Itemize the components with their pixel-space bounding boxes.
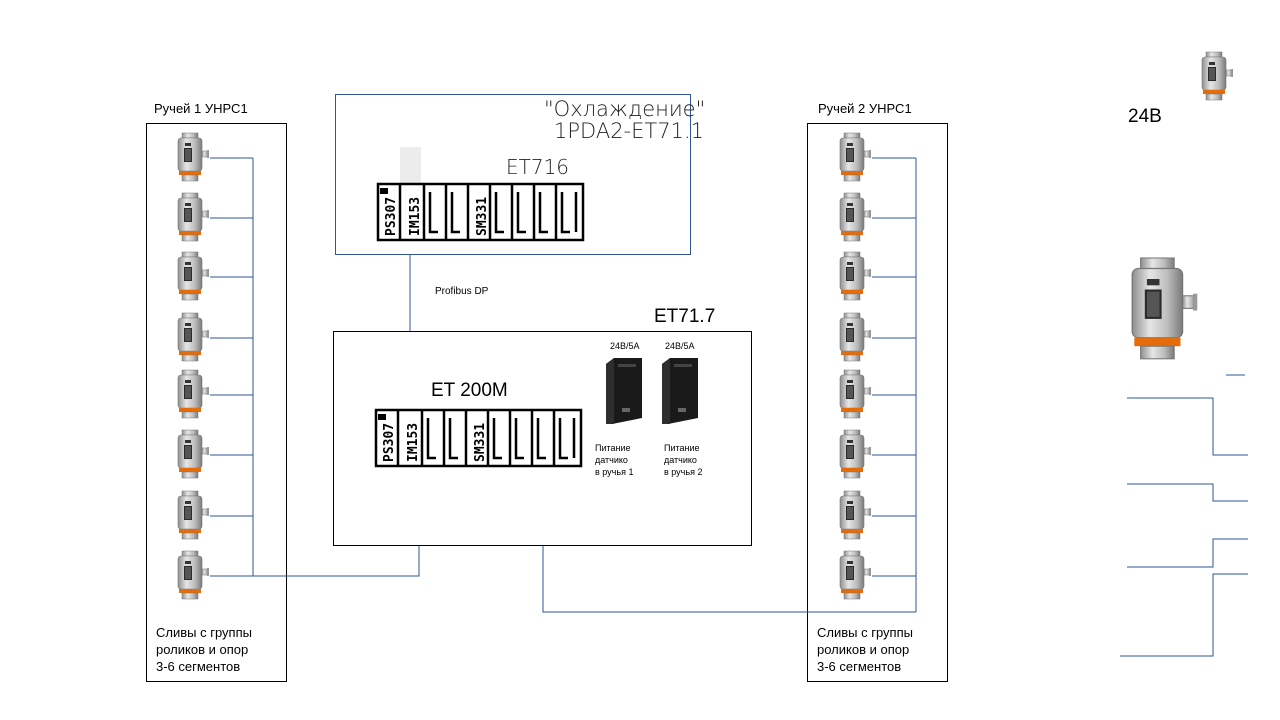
psu2-caption-line1: Питание xyxy=(664,443,700,453)
stream1-note-line3: 3-6 сегментов xyxy=(156,659,241,674)
bottom-cabinet-panel: ET 200M 24В/5А 24В/5А Питание датчико в … xyxy=(333,331,752,546)
psu1-caption-line1: Питание xyxy=(595,443,631,453)
psu2-caption-line3: в ручья 2 xyxy=(664,467,703,477)
stream2-box: Сливы с группы роликов и опор 3-6 сегмен… xyxy=(807,123,948,682)
psu1-caption-line2: датчико xyxy=(595,455,628,465)
stream1-note-line1: Сливы с группы xyxy=(156,625,252,640)
stream1-note: Сливы с группы роликов и опор 3-6 сегмен… xyxy=(156,624,281,675)
stream2-note: Сливы с группы роликов и опор 3-6 сегмен… xyxy=(817,624,942,675)
module-placeholder xyxy=(400,147,421,183)
psu1-caption: Питание датчико в ручья 1 xyxy=(595,442,655,478)
psu2-rating: 24В/5А xyxy=(665,341,695,351)
psu1-caption-line3: в ручья 1 xyxy=(595,467,634,477)
right-legend-wiring xyxy=(1120,374,1248,657)
stream1-title: Ручей 1 УНРС1 xyxy=(154,101,248,116)
legend-sensor-small-icon xyxy=(1201,51,1234,101)
top-panel-title-line1: "Охлаждение" xyxy=(544,97,706,121)
profibus-label: Profibus DP xyxy=(435,286,489,297)
stream2-title: Ручей 2 УНРС1 xyxy=(818,101,912,116)
stream2-note-line1: Сливы с группы xyxy=(817,625,913,640)
top-panel-station-label: ET716 xyxy=(506,155,570,179)
et200m-title: ET 200M xyxy=(431,380,508,401)
psu1-rating: 24В/5А xyxy=(610,341,640,351)
top-panel-title-line2: 1PDA2-ET71.1 xyxy=(554,119,704,143)
stream2-note-line2: роликов и опор xyxy=(817,642,910,657)
psu2-caption: Питание датчико в ручья 2 xyxy=(664,442,724,478)
top-cabinet-panel: "Охлаждение" 1PDA2-ET71.1 ET716 xyxy=(335,94,705,255)
legend-sensor-large-icon xyxy=(1131,256,1199,360)
bottom-station-label: ET71.7 xyxy=(654,306,716,327)
psu2-caption-line2: датчико xyxy=(664,455,697,465)
stream1-note-line2: роликов и опор xyxy=(156,642,249,657)
stream1-box: Сливы с группы роликов и опор 3-6 сегмен… xyxy=(146,123,287,682)
stream2-note-line3: 3-6 сегментов xyxy=(817,659,902,674)
voltage-legend-label: 24В xyxy=(1128,106,1162,127)
